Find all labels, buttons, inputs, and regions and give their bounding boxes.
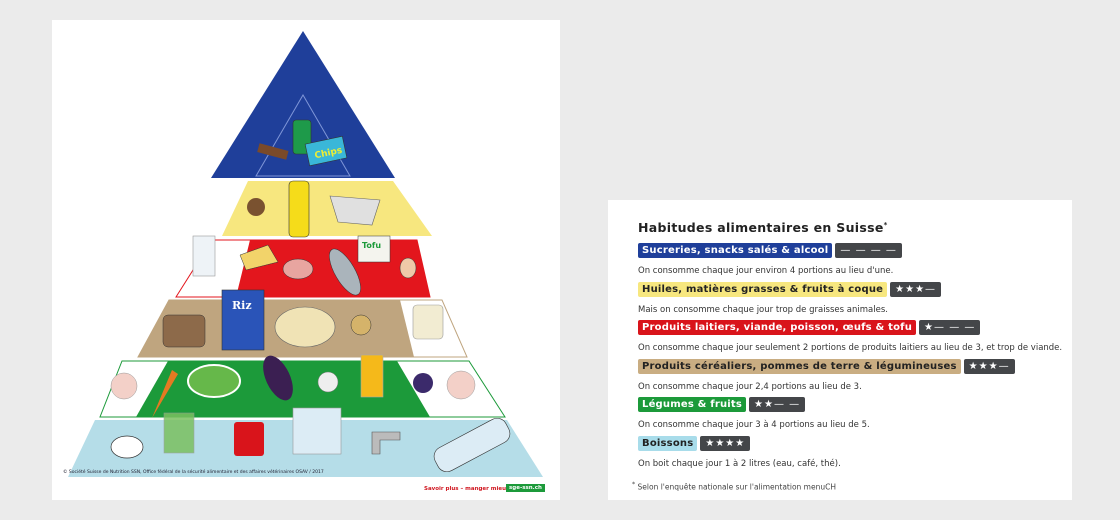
nuts-icon: [247, 198, 265, 216]
rating-stars: ★★— —: [749, 397, 806, 412]
food-pyramid: Chips Tofu Riz © Socié: [52, 20, 560, 500]
butter-icon: [329, 195, 381, 226]
water-glasses-icon: [292, 407, 342, 455]
category-badge: Sucreries, snacks salés & alcool: [638, 243, 833, 258]
rating-stars: ★— — —: [919, 320, 981, 335]
carrot-icon: [152, 370, 178, 418]
riz-label: Riz: [232, 299, 252, 312]
eggplant-icon: [263, 355, 293, 401]
habit-row: Produits céréaliers, pommes de terre & l…: [638, 359, 1015, 392]
herbal-tea-glass-icon: [163, 412, 195, 454]
category-badge: Produits céréaliers, pommes de terre & l…: [638, 359, 961, 374]
habit-row: Légumes & fruits★★— — On consomme chaque …: [638, 397, 870, 430]
habit-row: Produits laitiers, viande, poisson, œufs…: [638, 320, 1062, 353]
fish-icon: [329, 248, 361, 296]
website-link[interactable]: sge-ssn.ch: [506, 484, 545, 492]
juice-glass-icon: [360, 354, 384, 398]
habit-row: Huiles, matières grasses & fruits à coqu…: [638, 282, 942, 315]
rating-stars: ★★★—: [963, 359, 1015, 374]
layer-sweets: [211, 31, 395, 178]
tomato-icon: [110, 372, 138, 400]
category-badge: Huiles, matières grasses & fruits à coqu…: [638, 282, 888, 297]
tap-icon: [371, 431, 401, 455]
egg-icon: [399, 257, 417, 279]
tea-mug-icon: [234, 422, 264, 456]
category-badge: Boissons: [638, 436, 698, 451]
cheese-icon: [239, 244, 279, 271]
eating-habits-panel: Habitudes alimentaires en Suisse* Sucrer…: [608, 200, 1072, 500]
footnote: * Selon l'enquête nationale sur l'alimen…: [632, 481, 836, 492]
legumes-jar-icon: [412, 304, 444, 340]
title-footnote-mark: *: [883, 220, 888, 229]
habit-row: Sucreries, snacks salés & alcool— — — — O…: [638, 243, 902, 276]
habit-description: Mais on consomme chaque jour trop de gra…: [638, 305, 888, 315]
habit-description: On boit chaque jour 1 à 2 litres (eau, c…: [638, 459, 841, 469]
pasta-plate-icon: [274, 306, 336, 348]
meat-icon: [282, 258, 314, 280]
tofu-label: Tofu: [362, 241, 381, 250]
pyramid-graphic: Chips Tofu Riz: [68, 31, 543, 477]
chips-bag-icon: [304, 135, 348, 167]
layer-oils: [222, 181, 432, 236]
habit-description: On consomme chaque jour environ 4 portio…: [638, 266, 894, 276]
more-info-link[interactable]: Savoir plus – manger mieux: [424, 486, 510, 492]
rating-stars: ★★★—: [890, 282, 942, 297]
apple-icon: [446, 370, 476, 400]
milk-glass-icon: [192, 235, 216, 277]
habit-description: On consomme chaque jour 2,4 portions au …: [638, 382, 862, 392]
mushroom-icon: [317, 371, 339, 393]
bread-icon: [162, 314, 206, 348]
title-text: Habitudes alimentaires en Suisse: [638, 220, 884, 235]
oil-bottle-icon: [288, 180, 310, 238]
category-badge: Légumes & fruits: [638, 397, 747, 412]
habit-description: On consomme chaque jour seulement 2 port…: [638, 343, 1063, 353]
panel-title: Habitudes alimentaires en Suisse*: [638, 220, 888, 235]
category-badge: Produits laitiers, viande, poisson, œufs…: [638, 320, 917, 335]
plum-icon: [413, 373, 433, 393]
salad-icon: [187, 364, 241, 398]
copyright-credit: © Société Suisse de Nutrition SSN, Offic…: [63, 470, 324, 475]
footnote-text: Selon l'enquête nationale sur l'alimenta…: [637, 482, 836, 492]
rating-stars: — — — —: [835, 243, 902, 258]
water-bottle-icon: [433, 417, 511, 473]
coffee-cup-icon: [110, 435, 144, 459]
habit-description: On consomme chaque jour 3 à 4 portions a…: [638, 420, 870, 430]
rating-stars: ★★★★: [700, 436, 751, 451]
habit-row: Boissons★★★★ On boit chaque jour 1 à 2 li…: [638, 436, 841, 469]
tofu-icon: [357, 235, 391, 263]
potatoes-icon: [350, 314, 372, 336]
chocolate-bar-icon: [257, 143, 289, 160]
rice-box-icon: [221, 289, 265, 351]
footnote-mark: *: [632, 481, 636, 488]
